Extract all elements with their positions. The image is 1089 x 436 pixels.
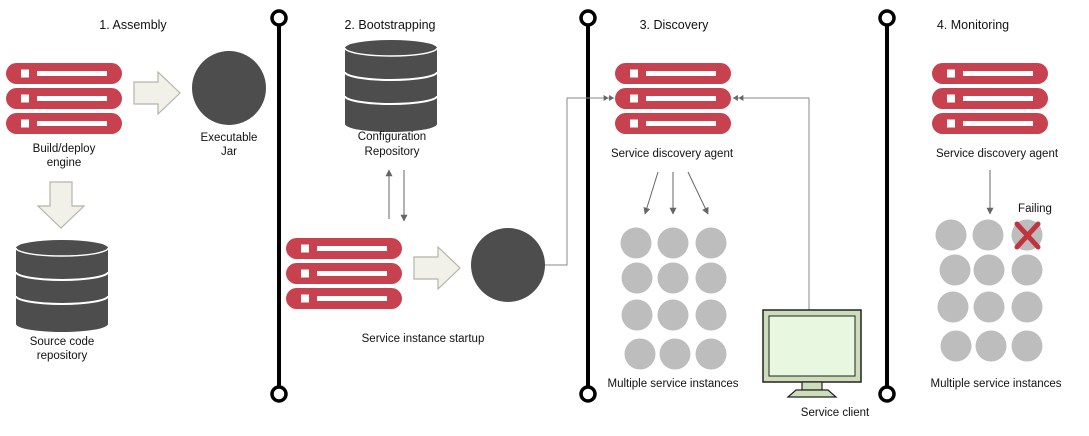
source-code-repository-database-icon xyxy=(15,239,109,333)
multiple-service-instances-label-discovery: Multiple service instances xyxy=(607,378,738,390)
service-instance-node xyxy=(973,291,1005,323)
service-instance-node xyxy=(695,338,727,370)
service-discovery-agent-server-icon xyxy=(615,63,731,134)
service-client-label: Service client xyxy=(801,407,870,419)
service-instance-node xyxy=(621,299,653,331)
configuration-repository-label-line2: Repository xyxy=(365,146,420,158)
arrow-to-source-repo-icon xyxy=(37,181,85,229)
build-deploy-engine-server-icon xyxy=(6,63,122,134)
executable-jar-label-line2: Jar xyxy=(221,146,237,158)
phase-title-bootstrapping: 2. Bootstrapping xyxy=(344,18,435,32)
failing-label: Failing xyxy=(1018,203,1052,215)
service-client-monitor-icon xyxy=(762,309,862,398)
arrow-to-executable-jar-icon xyxy=(133,71,181,115)
service-instance-node xyxy=(657,262,689,294)
service-instance-node xyxy=(659,338,691,370)
multiple-service-instances-label-monitoring: Multiple service instances xyxy=(930,378,1061,390)
phase-title-assembly: 1. Assembly xyxy=(99,18,167,32)
service-instance-startup-label: Service instance startup xyxy=(362,333,485,345)
service-discovery-agent-label-discovery: Service discovery agent xyxy=(611,148,734,160)
service-instance-node xyxy=(1011,291,1043,323)
service-instance-node xyxy=(1011,254,1043,286)
source-code-repository-label-line2: repository xyxy=(37,350,88,362)
build-deploy-engine-label-line2: engine xyxy=(47,157,82,169)
client-lookup-connector-icon xyxy=(733,94,810,310)
register-instance-connector-icon xyxy=(545,94,614,266)
phase-title-discovery: 3. Discovery xyxy=(640,18,710,32)
failure-x-icon xyxy=(1014,221,1041,250)
service-instance-node xyxy=(1011,330,1043,362)
source-code-repository-label-line1: Source code xyxy=(30,336,95,348)
executable-jar-label-line1: Executable xyxy=(201,132,258,144)
service-discovery-agent-label-monitoring: Service discovery agent xyxy=(936,148,1059,160)
build-deploy-engine-label-line1: Build/deploy xyxy=(33,143,96,155)
service-instance-node xyxy=(975,330,1007,362)
discover-arrow-left-icon xyxy=(643,171,659,215)
service-instance-node xyxy=(657,299,689,331)
service-instance-node xyxy=(695,227,727,259)
service-instance-node xyxy=(621,262,653,294)
executable-jar-icon xyxy=(192,51,266,125)
arrow-to-service-instance-icon xyxy=(413,246,461,290)
service-discovery-agent-server-icon-monitoring xyxy=(932,63,1048,134)
service-instance-node xyxy=(657,227,689,259)
service-instance-node xyxy=(973,254,1005,286)
phase-divider-1 xyxy=(270,9,288,403)
service-instance-node xyxy=(937,291,969,323)
configuration-repository-database-icon xyxy=(344,39,438,133)
service-instance-node xyxy=(935,219,967,251)
phase-title-monitoring: 4. Monitoring xyxy=(937,18,1009,32)
service-instance-node xyxy=(620,227,652,259)
service-instance-node xyxy=(939,254,971,286)
configuration-repository-label-line1: Configuration xyxy=(358,131,426,143)
service-instance-node xyxy=(972,219,1004,251)
service-instance-node xyxy=(624,338,656,370)
phase-divider-2 xyxy=(579,9,597,403)
service-instance-grid-monitoring xyxy=(935,219,1043,362)
service-instance-node xyxy=(695,299,727,331)
phase-divider-3 xyxy=(878,9,896,403)
service-instance-server-icon xyxy=(286,238,402,309)
service-instance-grid-discovery xyxy=(620,227,727,370)
service-instance-node xyxy=(940,330,972,362)
discover-arrow-right-icon xyxy=(687,171,709,215)
service-instance-icon xyxy=(471,228,545,302)
service-instance-node xyxy=(695,262,727,294)
